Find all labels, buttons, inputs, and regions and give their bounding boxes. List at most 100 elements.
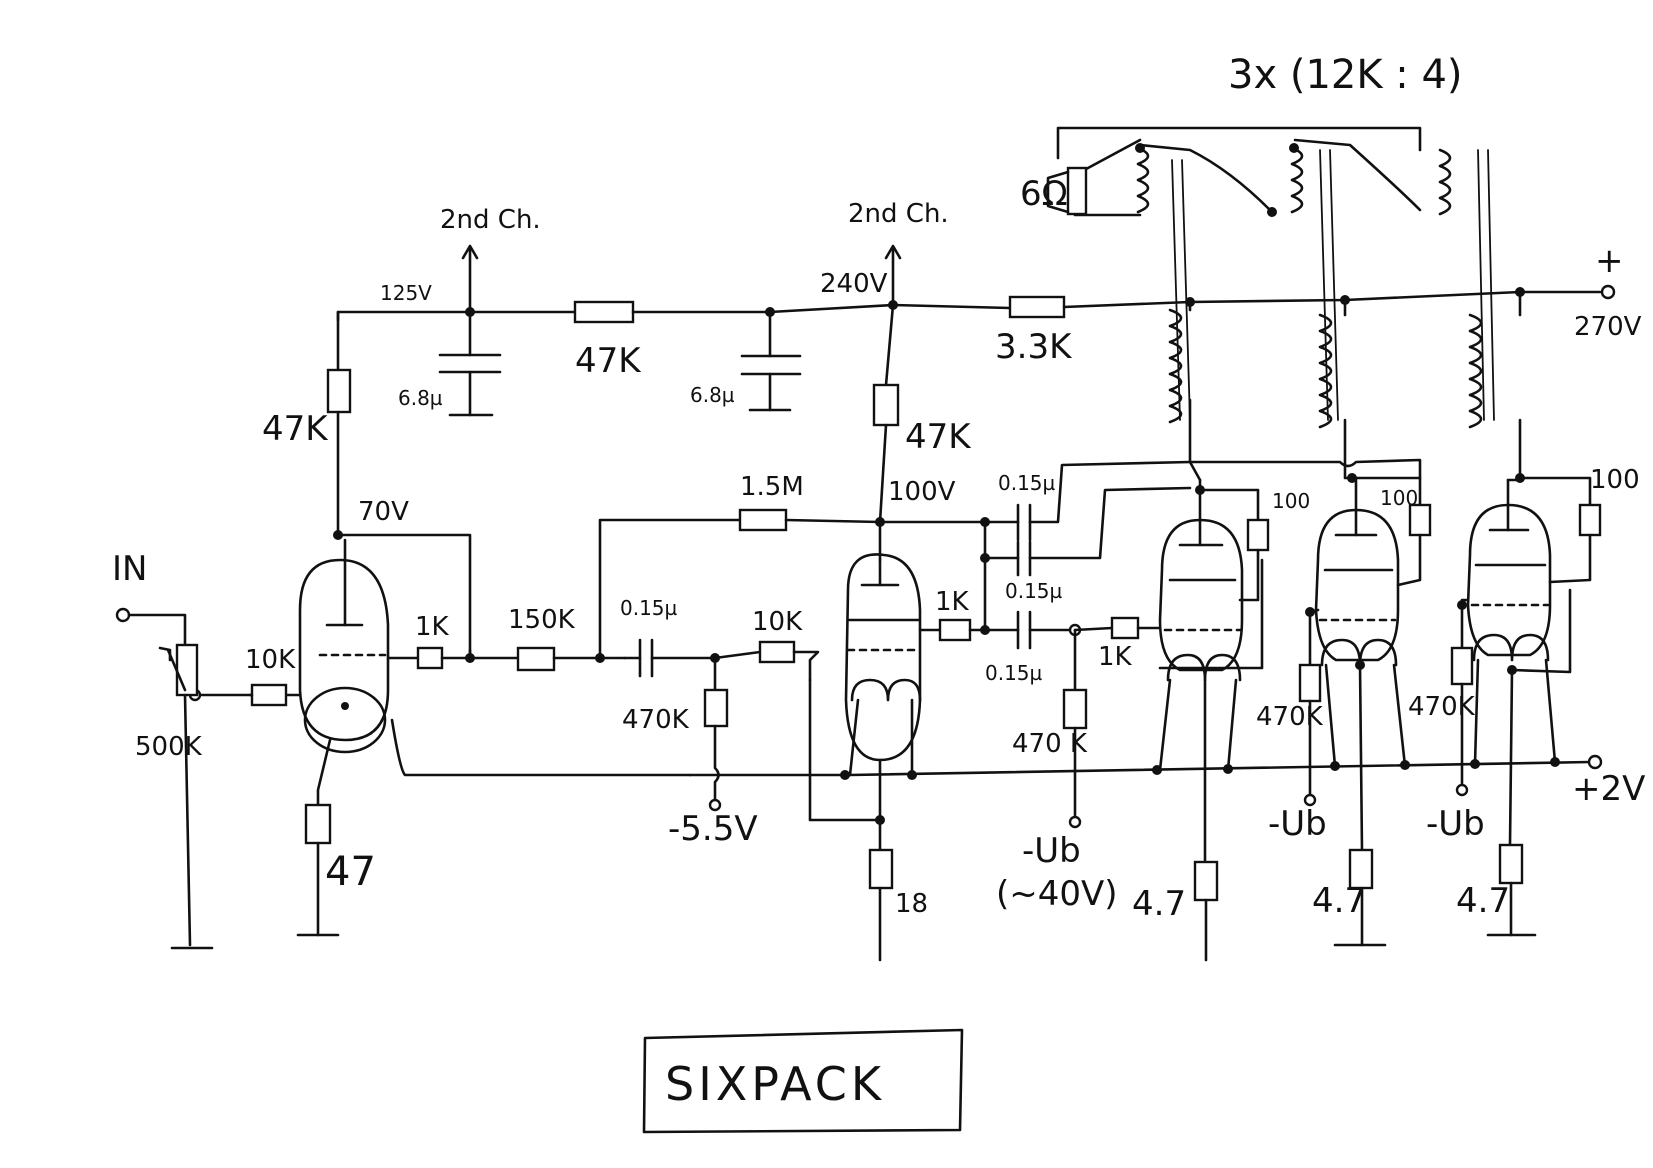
- voltage-neg55: -5.5V: [668, 809, 758, 849]
- stage2-input-coupling: [623, 638, 820, 812]
- label-68-b: 6.8µ: [690, 383, 735, 407]
- output-tube-2: [1188, 418, 1432, 947]
- label-47k-a: 47K: [262, 409, 329, 449]
- resistor-47-cathode: [304, 803, 332, 845]
- voltage-plus2: +2V: [1572, 769, 1645, 809]
- label-4-7-a: 4.7: [1132, 884, 1186, 924]
- primary-coil-3: [1468, 313, 1483, 429]
- b-plus-rail: [336, 284, 1616, 324]
- stage1-tube: [298, 538, 390, 754]
- resistor-1k-a: [416, 646, 444, 670]
- filter-capacitor-1: [438, 310, 502, 417]
- label-1k-a: 1K: [415, 612, 450, 642]
- voltage-ub1: -Ub: [1022, 831, 1081, 871]
- speaker-impedance-label: 6Ω: [1020, 174, 1068, 214]
- bias-terminal-ub1: [1068, 815, 1082, 829]
- title-box: SIXPACK: [642, 1028, 964, 1134]
- label-1-5m: 1.5M: [740, 472, 804, 502]
- label-47k-b: 47K: [905, 417, 972, 457]
- label-150k: 150K: [508, 605, 576, 635]
- resistor-1-5m: [738, 508, 788, 532]
- voltage-125v: 125V: [380, 281, 432, 305]
- input-terminal: [115, 607, 131, 623]
- output-tube-3: [1450, 418, 1602, 937]
- stage2-feedback: [598, 508, 882, 660]
- heater-terminal: [1587, 754, 1603, 770]
- output-tube-1: [1158, 398, 1270, 962]
- resistor-470k-c: [1298, 663, 1322, 703]
- stage2-cathode-wiring: [808, 520, 990, 962]
- label-470k-d: 470K: [1408, 692, 1476, 722]
- label-10k-in: 10K: [245, 645, 296, 675]
- resistor-100-c: [1578, 503, 1602, 537]
- voltage-plus: +: [1595, 241, 1624, 281]
- secondary-coil-2: [1267, 143, 1304, 217]
- input-label: IN: [112, 549, 147, 589]
- output-coupling-caps: [983, 460, 1192, 829]
- label-1k-c: 1K: [1098, 642, 1133, 672]
- resistor-10k-b: [758, 640, 796, 664]
- diagram-title: SIXPACK: [665, 1057, 885, 1111]
- transformer-note: 3x (12K : 4): [1228, 52, 1463, 98]
- resistor-3-3k: [1008, 295, 1066, 319]
- label-3-3k: 3.3K: [995, 327, 1073, 367]
- resistor-150k: [516, 646, 556, 672]
- voltage-ub1-note: (~40V): [996, 874, 1118, 914]
- label-4-7-b: 4.7: [1312, 881, 1366, 921]
- label-100-c: 100: [1590, 465, 1640, 495]
- label-68-a: 6.8µ: [398, 386, 443, 410]
- stage2-tube: [844, 553, 922, 777]
- label-100-a: 100: [1272, 489, 1310, 513]
- label-1k-b: 1K: [935, 587, 970, 617]
- resistor-470k-b: [1062, 688, 1088, 730]
- label-pot-500k: 500K: [135, 732, 203, 762]
- b-plus-terminal: [1600, 284, 1616, 300]
- voltage-ub2: -Ub: [1268, 804, 1327, 844]
- resistor-18: [868, 848, 894, 890]
- heater-rail: [688, 754, 1603, 780]
- ch2-mid-label: 2nd Ch.: [848, 199, 949, 229]
- voltage-270v: 270V: [1574, 312, 1642, 342]
- resistor-10k-in: [250, 683, 288, 707]
- voltage-70v: 70V: [358, 497, 409, 527]
- label-47k-filter: 47K: [575, 341, 642, 381]
- voltage-100v: 100V: [888, 477, 956, 507]
- transformer-secondary-wiring: [1056, 126, 1422, 217]
- stage1-wiring: [188, 533, 692, 937]
- label-015-a: 0.15µ: [620, 596, 678, 620]
- speaker-icon: [1046, 166, 1088, 216]
- label-015-d: 0.15µ: [985, 661, 1043, 685]
- label-10k-b: 10K: [752, 607, 803, 637]
- voltage-ub3: -Ub: [1426, 804, 1485, 844]
- stage1-plate-resistor: [326, 310, 352, 540]
- label-47-cathode: 47: [325, 849, 376, 895]
- label-470k-c: 470K: [1256, 702, 1324, 732]
- label-100-b: 100: [1380, 486, 1418, 510]
- 2nd-channel-tap-left: [461, 244, 479, 314]
- label-4-7-c: 4.7: [1456, 881, 1510, 921]
- resistor-1k-b: [938, 618, 972, 642]
- resistor-470k-d: [1450, 646, 1474, 686]
- label-470k-a: 470K: [622, 705, 690, 735]
- bias-terminal-ub3: [1455, 783, 1469, 797]
- stage2-plate: [872, 303, 990, 562]
- label-470k-b: 470 K: [1012, 729, 1088, 759]
- primary-coil-1: [1168, 308, 1183, 424]
- 2nd-channel-tap-mid: [884, 244, 902, 307]
- label-015-b: 0.15µ: [998, 471, 1056, 495]
- label-015-c: 0.15µ: [1005, 579, 1063, 603]
- input-potentiometer: [115, 607, 214, 950]
- bias-terminal-ub2: [1303, 793, 1317, 807]
- resistor-47k-filter: [573, 300, 635, 324]
- ch2-left-label: 2nd Ch.: [440, 205, 541, 235]
- secondary-coil-3: [1438, 148, 1452, 216]
- bias-terminal-neg55: [708, 798, 722, 812]
- primary-coil-2: [1318, 313, 1333, 429]
- labels: 3x (12K : 4) 6Ω IN 2nd Ch. 2nd Ch. 125V …: [112, 52, 1645, 924]
- resistor-470k-a: [703, 688, 729, 728]
- secondary-coil-1: [1135, 143, 1150, 214]
- resistor-47k-b: [872, 383, 900, 427]
- voltage-240v: 240V: [820, 269, 888, 299]
- transformer-cores: [1171, 149, 1495, 421]
